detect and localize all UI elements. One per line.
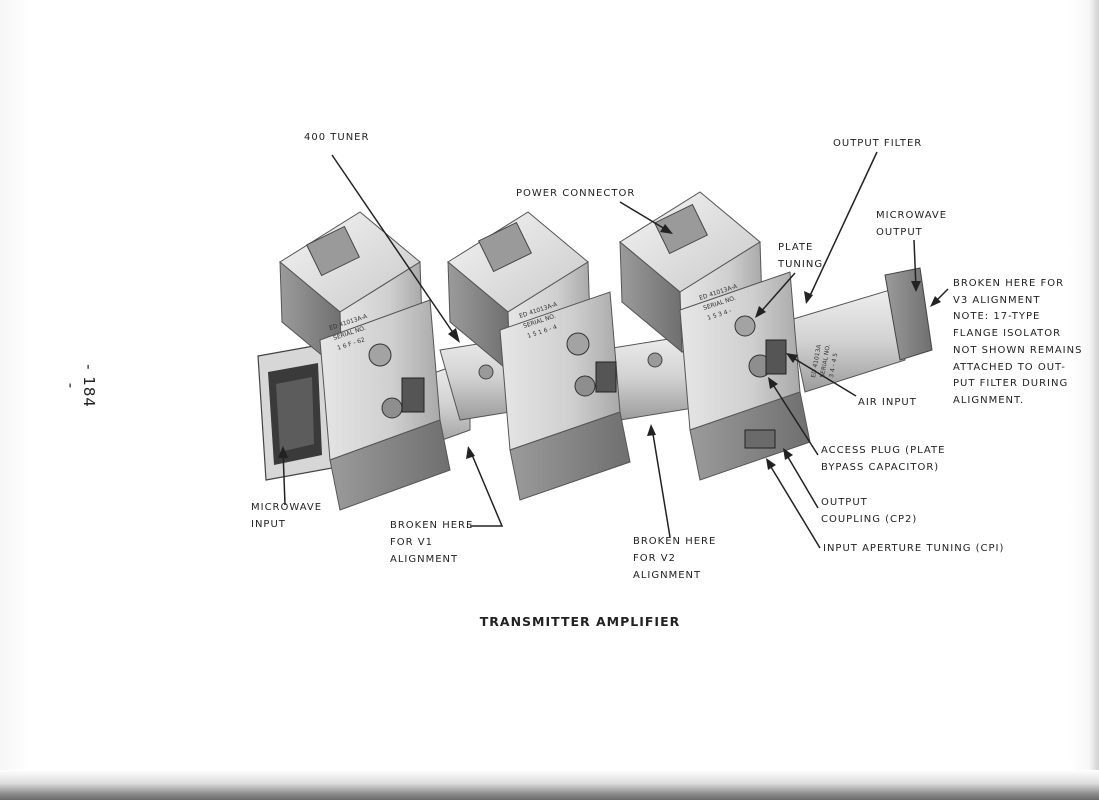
label-output-filter: OUTPUT FILTER xyxy=(833,138,923,149)
note-line-5: NOT SHOWN REMAINS xyxy=(953,344,1083,356)
leader-power-connector xyxy=(619,201,671,233)
label-plate-tuning-line-1: PLATE xyxy=(778,242,814,253)
label-broken-v1: BROKEN HERE FOR V1 ALIGNMENT xyxy=(390,517,473,568)
note-line-7: PUT FILTER DURING xyxy=(953,378,1069,390)
leader-access-plug xyxy=(769,379,819,456)
label-microwave-input-line-2: INPUT xyxy=(251,519,286,530)
arrowhead-plate-tuning xyxy=(755,306,766,318)
note-line-1: BROKEN HERE FOR xyxy=(953,278,1065,289)
label-power-connector: POWER CONNECTOR xyxy=(516,188,636,199)
figure-caption: TRANSMITTER AMPLIFIER xyxy=(479,614,681,629)
arrowhead-400-tuner xyxy=(448,328,460,343)
label-output-coupling-line-1: OUTPUT xyxy=(821,497,868,508)
page-number: - 184 - xyxy=(62,364,98,408)
label-plate-tuning: PLATE TUNING xyxy=(778,239,823,273)
label-air-input: AIR INPUT xyxy=(858,397,917,408)
leader-output-filter xyxy=(807,151,878,301)
leader-broken-v1 xyxy=(469,449,504,527)
note-line-3: NOTE: 17-TYPE xyxy=(953,311,1041,323)
arrowhead-access-plug xyxy=(768,377,778,389)
label-broken-v2-line-2: FOR V2 xyxy=(633,553,676,564)
label-output-coupling-line-2: COUPLING (CP2) xyxy=(821,514,918,525)
label-broken-v2-line-3: ALIGNMENT xyxy=(633,570,702,581)
label-microwave-input-line-1: MICROWAVE xyxy=(251,502,323,513)
arrowhead-broken-v3 xyxy=(930,296,941,307)
arrowhead-input-aperture xyxy=(766,458,776,470)
cavity-section-1 xyxy=(279,211,451,511)
note-line-6: ATTACHED TO OUT- xyxy=(953,361,1066,373)
arrowhead-microwave-output xyxy=(911,281,921,292)
note-line-8: ALIGNMENT. xyxy=(953,394,1025,406)
label-plate-tuning-line-2: TUNING xyxy=(778,259,824,270)
cavity-section-2 xyxy=(447,211,631,501)
leader-microwave-output xyxy=(913,239,917,289)
label-microwave-output-line-1: MICROWAVE xyxy=(876,210,948,221)
plate-4-line-3: 3 4 - 4 5 xyxy=(828,352,839,378)
note-line-4: FLANGE ISOLATOR xyxy=(953,328,1062,340)
label-broken-v1-line-1: BROKEN HERE xyxy=(390,520,474,531)
leader-400-tuner xyxy=(331,154,459,341)
label-access-plug-line-2: BYPASS CAPACITOR) xyxy=(821,462,940,473)
arrowhead-broken-v1 xyxy=(466,446,475,459)
label-microwave-output-line-2: OUTPUT xyxy=(876,227,923,238)
note-line-2: V3 ALIGNMENT xyxy=(953,294,1041,306)
leader-output-coupling xyxy=(784,451,819,509)
arrowhead-microwave-input xyxy=(278,446,288,458)
arrowhead-output-coupling xyxy=(783,448,793,460)
label-broken-v1-line-2: FOR V1 xyxy=(390,537,433,548)
label-broken-v3-note: BROKEN HERE FOR V3 ALIGNMENT NOTE: 17-TY… xyxy=(953,276,1082,410)
label-microwave-input: MICROWAVE INPUT xyxy=(251,499,322,533)
arrowhead-output-filter xyxy=(804,291,813,304)
label-400-tuner: 400 TUNER xyxy=(304,132,370,143)
arrowhead-power-connector xyxy=(660,224,673,234)
leader-microwave-input xyxy=(282,449,286,506)
label-input-aperture: INPUT APERTURE TUNING (CPI) xyxy=(823,543,1005,554)
arrowhead-broken-v2 xyxy=(647,424,656,436)
page-edge-shadow-right xyxy=(1090,0,1099,800)
arrowhead-air-input xyxy=(786,353,798,363)
label-broken-v2-line-1: BROKEN HERE xyxy=(633,536,717,547)
label-broken-v1-line-3: ALIGNMENT xyxy=(390,554,459,565)
label-broken-v2: BROKEN HERE FOR V2 ALIGNMENT xyxy=(633,533,716,584)
leader-air-input xyxy=(789,355,857,397)
label-microwave-output: MICROWAVE OUTPUT xyxy=(876,207,947,241)
leader-broken-v2 xyxy=(651,427,671,538)
label-access-plug: ACCESS PLUG (PLATE BYPASS CAPACITOR) xyxy=(821,442,945,476)
label-access-plug-line-1: ACCESS PLUG (PLATE xyxy=(821,445,946,456)
page-edge-shadow-bottom xyxy=(0,770,1099,800)
leader-plate-tuning xyxy=(757,272,796,316)
label-output-coupling: OUTPUT COUPLING (CP2) xyxy=(821,494,917,528)
leader-input-aperture xyxy=(767,461,821,549)
cavity-section-3 xyxy=(619,191,811,481)
